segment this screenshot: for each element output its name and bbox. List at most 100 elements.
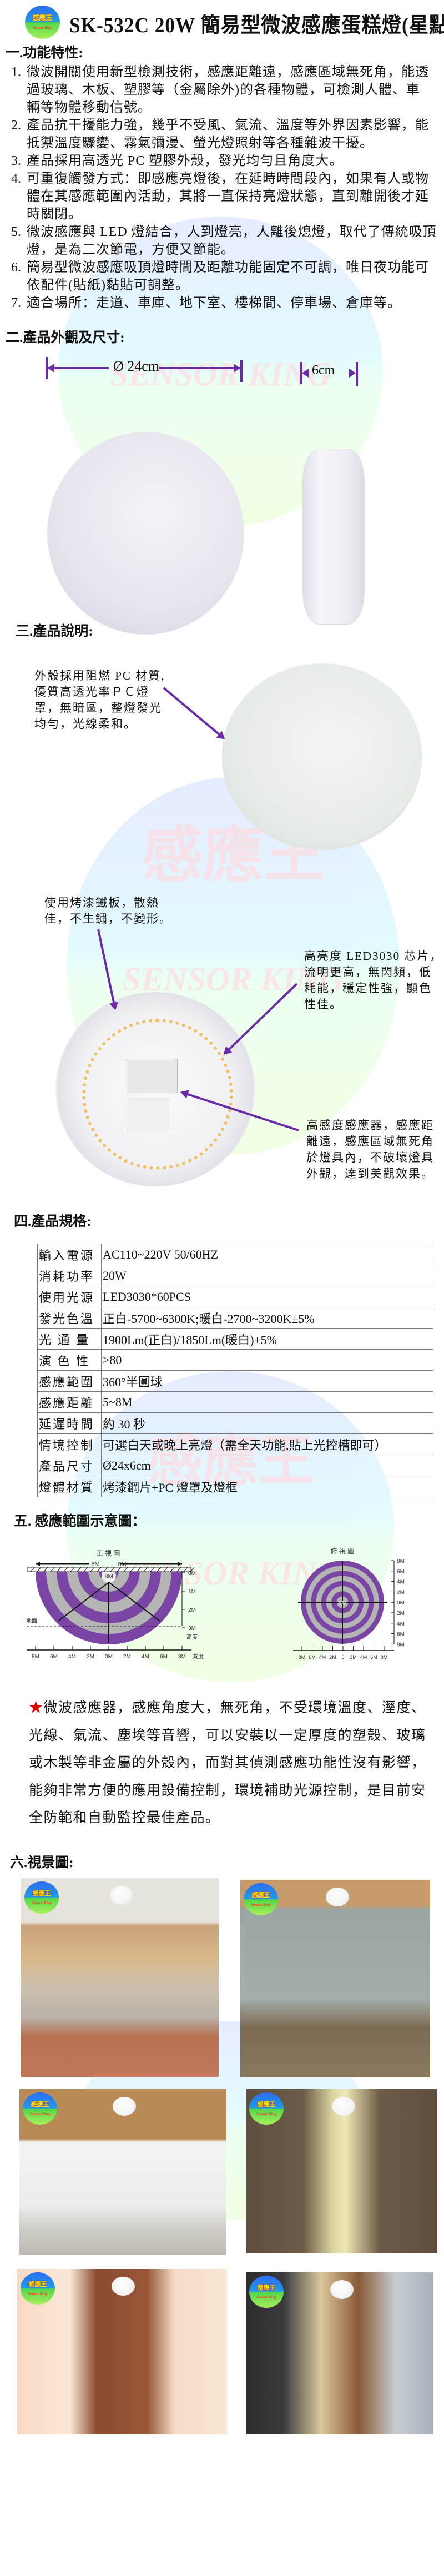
lamp-side-photo	[302, 449, 365, 625]
logo-text-cn: 感應王	[257, 2101, 276, 2108]
feature-text: 微波開關使用新型檢測技術，感應距離遠，感應區域無死角，能透過玻璃、木板、塑膠等（…	[27, 63, 429, 117]
ceiling-hatch	[110, 1567, 115, 1572]
ceiling-hatch	[117, 1567, 122, 1572]
note-line: 全防範和自動監控最佳產品。	[29, 1804, 426, 1832]
width-tick-label: 0M	[105, 1654, 113, 1660]
callout-line: 於燈具內，不破壞燈具	[306, 1151, 434, 1164]
callout-heatsink: 使用烤漆鐵板，散熱佳，不生鏽，不變形。	[44, 895, 172, 927]
feature-text: 可重復觸發方式：即感應亮燈後，在延時時間段內，如果有人或物體在其感應範圍內活動，…	[27, 170, 429, 223]
center-label: 8M	[339, 1600, 346, 1606]
front-view-title: 正 視 圖	[97, 1549, 120, 1557]
diameter-label: Ø 24cm	[113, 358, 160, 374]
x-tick-label: 2M	[350, 1654, 357, 1660]
ceiling-bar	[27, 1567, 191, 1572]
width-tick-label: 8M	[178, 1654, 186, 1660]
spec-key: 產品尺寸	[37, 1455, 102, 1476]
logo-text-en: Sensor King	[28, 2291, 48, 2296]
feature-item: 6. 簡易型微波感應吸頂燈時間及距離功能固定不可調，唯日夜功能可依配件(貼紙)黏貼…	[11, 259, 438, 294]
callout-line: 優質高透光率ＰＣ燈	[34, 685, 149, 698]
sensor-note: ★微波感應器，感應角度大，無死角，不受環境溫度、溼度、光線、氣流、塵埃等音響，可…	[29, 1694, 426, 1832]
feature-number: 7.	[11, 296, 21, 310]
y-tick-label: 4M	[397, 1579, 405, 1586]
brand-logo: 感應王 Sensor King	[249, 2092, 284, 2125]
center-label: 8M	[104, 1573, 113, 1580]
spec-key: 情境控制	[37, 1433, 102, 1455]
ceiling-hatch	[37, 1567, 42, 1572]
spec-value: 5~8M	[101, 1391, 433, 1413]
ceiling-lamp	[110, 1886, 134, 1905]
width-tick-label: 6M	[160, 1654, 168, 1660]
ceiling-hatch	[77, 1567, 82, 1572]
feature-number: 6.	[11, 260, 21, 275]
ceiling-hatch	[70, 1567, 75, 1572]
x-tick-label: 6M	[309, 1654, 316, 1660]
logo-text-en: Sensor King	[32, 26, 53, 30]
ceiling-hatch	[63, 1567, 68, 1572]
logo-text-cn: 感應王	[32, 1890, 51, 1897]
feature-item: 3.產品採用高透光 PC 塑膠外殼，發光均勻且角度大。	[11, 152, 438, 170]
callout-line: 性佳。	[304, 998, 342, 1011]
ceiling-hatch	[190, 1567, 195, 1572]
height-axis-label: 高度	[186, 1633, 198, 1641]
ceiling-hatch	[137, 1567, 142, 1572]
feature-line: 可重復觸發方式：即感應亮燈後，在延時時間段內，如果有人或物	[27, 172, 429, 186]
callout-line: 外觀，達到美觀效果。	[306, 1167, 434, 1180]
watermark-en: SENSOR KING	[122, 961, 344, 998]
feature-line: 時關閉。	[27, 207, 82, 222]
ceiling-hatch	[30, 1567, 35, 1572]
spec-row: 發光色溫正白-5700~6300K;暖白-2700~3200K±5%	[37, 1307, 433, 1329]
spec-key: 燈體材質	[37, 1476, 102, 1497]
feature-line: 簡易型微波感應吸頂燈時間及距離功能固定不可調，唯日夜功能可	[27, 260, 429, 275]
logo-text-cn: 感應王	[32, 14, 53, 22]
feature-line: 依配件(貼紙)黏貼可調整。	[27, 278, 189, 293]
callout-shell: 外殼採用阻燃 PC 材質,優質高透光率ＰＣ燈罩，無暗區，整燈發光均勻，光線柔和。	[34, 668, 165, 732]
logo-text-en: Sensor King	[256, 2111, 276, 2116]
spec-row: 燈體材質烤漆鋼片+PC 燈罩及燈框	[37, 1476, 433, 1497]
spec-row: 演 色 性>80	[37, 1349, 433, 1371]
feature-line: 燈，是為二次節電，方便又節能。	[27, 243, 235, 257]
width-tick-label: 2M	[123, 1654, 131, 1660]
feature-number: 3.	[11, 154, 21, 168]
detect-arrow	[58, 1582, 109, 1622]
star-icon: ★	[29, 1700, 44, 1715]
spec-value: AC110~220V 50/60HZ	[101, 1244, 433, 1265]
ceiling-lamp	[112, 2097, 136, 2116]
note-line: 能夠非常方便的應用設備控制，環境補助光源控制，是目前安	[29, 1777, 426, 1805]
spec-key: 感應距離	[37, 1391, 102, 1413]
spec-key: 使用光源	[37, 1286, 102, 1307]
ceiling-hatch	[163, 1567, 168, 1572]
spec-value: LED3030*60PCS	[101, 1286, 433, 1307]
callout-sensor: 高感度感應器，感應距離遠，感應區域無死角於燈具內，不破壞燈具外觀，達到美觀效果。	[306, 1118, 434, 1182]
width-tick-label: 2M	[87, 1654, 94, 1660]
feature-text: 產品抗干擾能力強，幾乎不受風、氣流、溫度等外界因素影響，能抵禦溫度驟變、霧氣彌漫…	[27, 117, 429, 152]
feature-line: 微波開關使用新型檢測技術，感應距離遠，感應區域無死角，能透	[27, 65, 429, 79]
height-tick-label: 1M	[188, 1589, 196, 1595]
feature-line: 產品抗干擾能力強，幾乎不受風、氣流、溫度等外界因素影響，能	[27, 118, 429, 133]
ceiling-lamp	[332, 2097, 356, 2116]
y-tick-label: 2M	[397, 1589, 405, 1596]
lamp-front-photo	[47, 432, 244, 635]
y-tick-label: 8M	[397, 1558, 405, 1564]
spec-key: 演 色 性	[37, 1349, 102, 1371]
logo-text-cn: 感應王	[257, 2284, 276, 2291]
diameter-dimension: Ø 24cm	[46, 357, 243, 382]
ceiling-hatch	[43, 1567, 48, 1572]
note-line: 或木製等非金屬的外殼內，而對其偵測感應功能性沒有影響，	[29, 1749, 426, 1777]
x-tick-label: 4M	[319, 1654, 326, 1660]
scene-photo-hotel-corridor: 感應王 Sensor King	[246, 2089, 437, 2253]
ceiling-hatch	[57, 1567, 62, 1572]
y-tick-label: 0M	[397, 1600, 405, 1606]
feature-item: 1.微波開關使用新型檢測技術，感應距離遠，感應區域無死角，能透過玻璃、木板、塑膠…	[11, 63, 438, 117]
width-tick-label: 8M	[32, 1654, 39, 1660]
spec-row: 延遲時間約 30 秒	[37, 1412, 433, 1434]
spec-value: 可選白天或晚上亮燈（需全天功能,貼上光控槽即可）	[101, 1433, 433, 1455]
